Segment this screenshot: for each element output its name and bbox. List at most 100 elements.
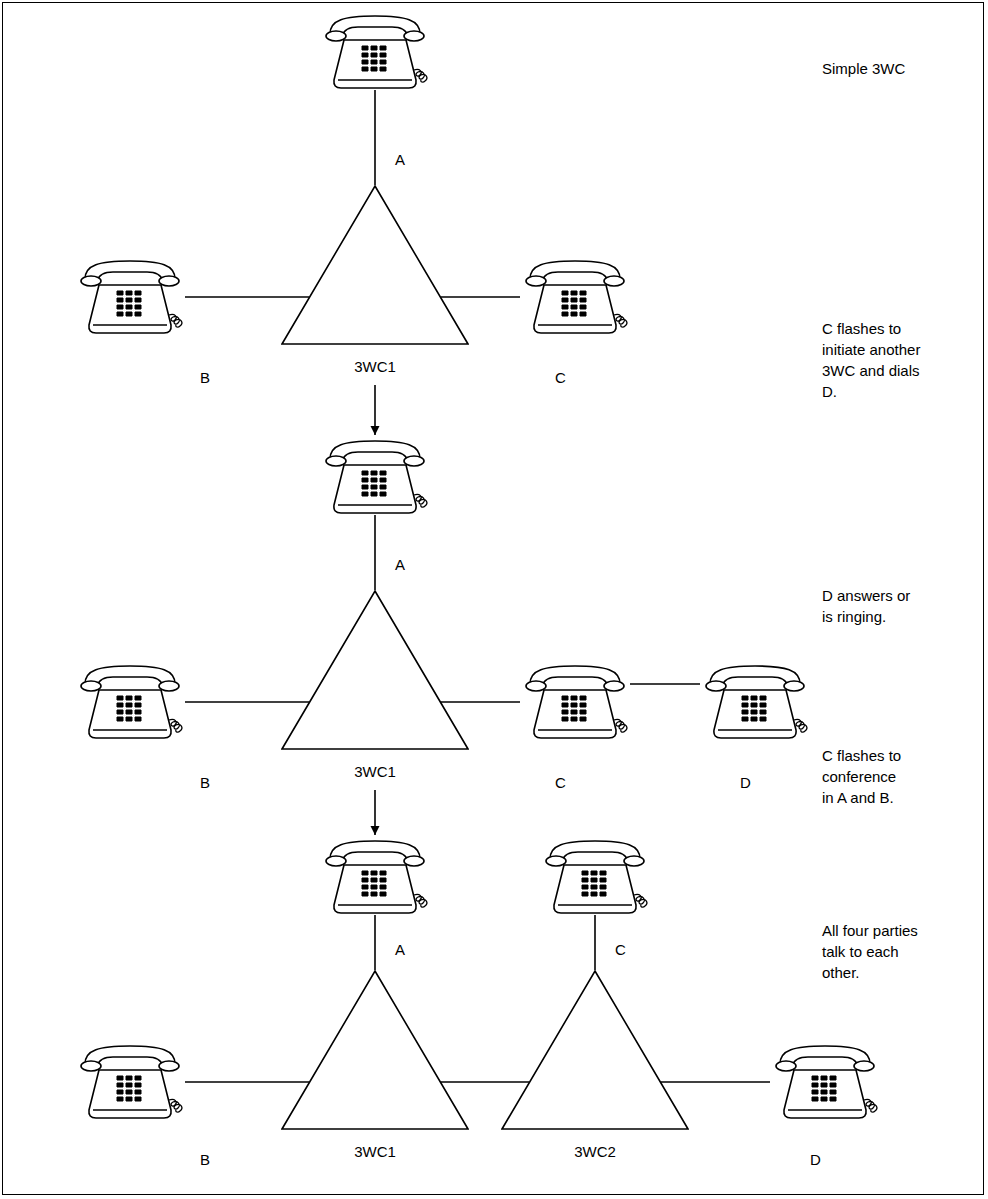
party-label-wrap: D — [810, 1150, 821, 1170]
key — [600, 871, 606, 875]
key — [126, 1076, 132, 1080]
key — [600, 885, 606, 889]
phone-cord — [614, 719, 627, 732]
triangle-outline — [282, 186, 468, 344]
key — [571, 298, 577, 302]
key — [117, 696, 123, 700]
keypad — [117, 1076, 141, 1101]
phone-body — [334, 465, 416, 513]
key — [591, 892, 597, 896]
phone-base-line — [93, 729, 167, 731]
phone-base-line — [538, 324, 612, 326]
handset-earpiece — [526, 276, 546, 286]
key — [371, 53, 377, 57]
handset-mouthpiece — [624, 856, 644, 866]
phone-body — [89, 690, 171, 738]
handset-earpiece — [326, 856, 346, 866]
phone-body — [89, 285, 171, 333]
key — [371, 885, 377, 889]
key — [126, 1083, 132, 1087]
key — [580, 710, 586, 714]
party-label-wrap: B — [200, 368, 210, 388]
connection-line — [441, 296, 520, 298]
phone-base-line — [338, 79, 412, 81]
handset-mouthpiece — [159, 681, 179, 691]
handset-mouthpiece — [854, 1061, 874, 1071]
key — [126, 696, 132, 700]
key — [580, 298, 586, 302]
phone-base-line — [338, 504, 412, 506]
handset-mouthpiece — [404, 856, 424, 866]
handset-mouthpiece — [159, 276, 179, 286]
phone-cord — [414, 494, 427, 507]
key — [380, 485, 386, 489]
phone-base-line — [93, 1109, 167, 1111]
conference-bridge: 3WC1 — [281, 970, 469, 1170]
phone-body — [89, 1070, 171, 1118]
key — [751, 717, 757, 721]
connection-line — [630, 683, 700, 685]
key — [117, 1076, 123, 1080]
party-label: A — [395, 556, 405, 573]
key — [371, 871, 377, 875]
phone-base-line — [538, 729, 612, 731]
step-note-wrap: Simple 3WC — [822, 58, 972, 79]
key — [126, 298, 132, 302]
key — [571, 717, 577, 721]
connection-line — [185, 1081, 309, 1083]
bridge-triangle — [281, 970, 469, 1130]
key — [126, 710, 132, 714]
bridge-label: 3WC1 — [281, 357, 469, 377]
keypad — [117, 291, 141, 316]
telephone-icon — [770, 1040, 880, 1120]
connection-line — [661, 1081, 770, 1083]
key — [362, 492, 368, 496]
key — [371, 485, 377, 489]
key — [562, 696, 568, 700]
key — [362, 53, 368, 57]
key — [362, 471, 368, 475]
party-label-wrap: C — [555, 773, 566, 793]
phone-body — [334, 865, 416, 913]
step-note-wrap: D answers or is ringing. — [822, 585, 922, 627]
key — [371, 892, 377, 896]
party-label-wrap: C — [555, 368, 566, 388]
key — [571, 312, 577, 316]
phone-cord — [414, 894, 427, 907]
party-label-wrap: D — [740, 773, 751, 793]
handset-mouthpiece — [784, 681, 804, 691]
party-label: B — [200, 774, 210, 791]
key — [362, 46, 368, 50]
connection-line — [594, 915, 596, 970]
key — [580, 312, 586, 316]
key — [126, 1090, 132, 1094]
key — [117, 291, 123, 295]
keypad — [362, 871, 386, 896]
key — [126, 312, 132, 316]
handset-earpiece — [706, 681, 726, 691]
keypad — [582, 871, 606, 896]
telephone: C — [520, 660, 630, 740]
key — [571, 291, 577, 295]
handset-earpiece — [81, 681, 101, 691]
key — [580, 696, 586, 700]
handset-mouthpiece — [404, 456, 424, 466]
bridge-triangle — [501, 970, 689, 1130]
telephone: A — [320, 10, 430, 90]
party-label: A — [395, 151, 405, 168]
handset-mouthpiece — [404, 31, 424, 41]
telephone-icon — [700, 660, 810, 740]
party-label: A — [395, 941, 405, 958]
handset-earpiece — [326, 31, 346, 41]
party-label: D — [810, 1151, 821, 1168]
conference-bridge: 3WC1 — [281, 185, 469, 385]
bridge-triangle — [281, 590, 469, 750]
phone-body — [554, 865, 636, 913]
bridge-label: 3WC1 — [281, 1142, 469, 1162]
telephone: A — [320, 435, 430, 515]
key — [135, 1083, 141, 1087]
key — [821, 1083, 827, 1087]
key — [582, 871, 588, 875]
key — [821, 1097, 827, 1101]
connection-line — [441, 1081, 529, 1083]
